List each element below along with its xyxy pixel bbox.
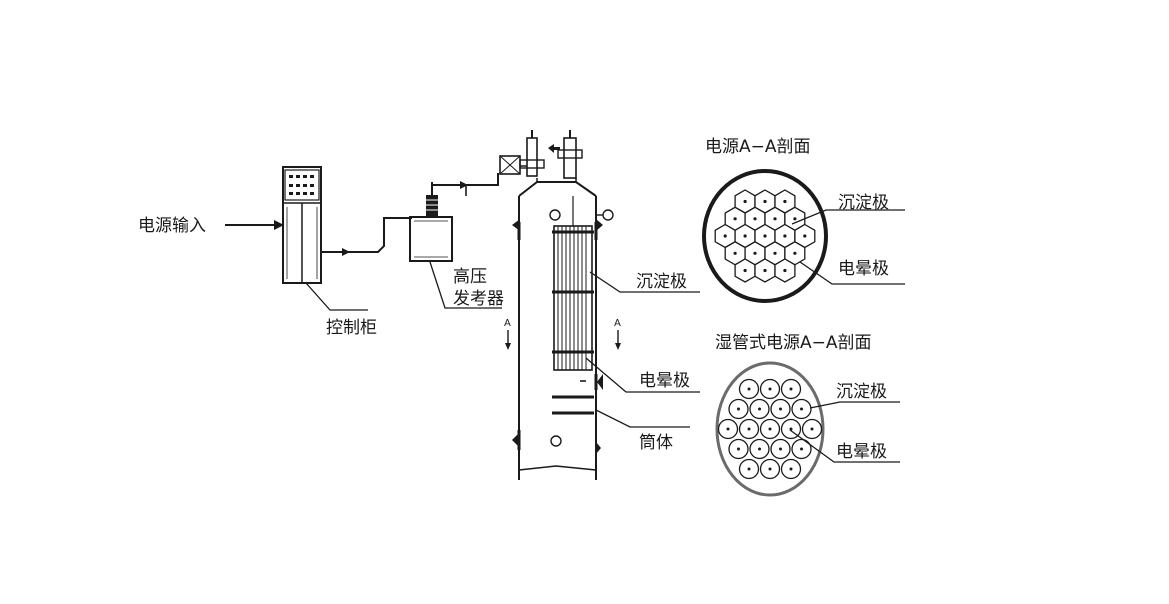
tube-corona-dot	[789, 467, 793, 471]
tube-corona-dot	[779, 447, 782, 451]
hex-corona-dot	[783, 234, 787, 238]
tube-corona-dot	[747, 467, 751, 471]
hex-corona-dot	[753, 217, 757, 221]
hv-generator	[409, 173, 499, 262]
collecting-electrode-label: 沉淀极	[636, 272, 687, 292]
hex-corona-dot	[783, 199, 787, 204]
section1-title: 电源A−A剖面	[705, 137, 811, 157]
power-input-arrowhead	[274, 220, 284, 230]
tube-corona-dot	[800, 407, 803, 411]
precipitator-column	[499, 130, 621, 480]
hex-corona-dot	[803, 234, 807, 238]
control-cabinet-label: 控制柜	[326, 318, 377, 338]
hex-corona-dot	[753, 251, 757, 255]
corona-electrode-leader	[585, 357, 700, 393]
section1-collecting-label: 沉淀极	[838, 193, 889, 213]
power-input-label: 电源输入	[138, 216, 206, 236]
tube-corona-dot	[779, 407, 782, 411]
hex-corona-dot	[763, 199, 767, 204]
collecting-electrode-leader	[589, 271, 700, 293]
section2-collecting-label: 沉淀极	[836, 382, 887, 402]
section2-collecting-leader	[809, 401, 900, 409]
tube-corona-dot	[758, 447, 761, 451]
hex-corona-dot	[783, 268, 787, 273]
tube-corona-dot	[768, 387, 772, 391]
tube-corona-dot	[747, 427, 751, 431]
tube-corona-dot	[810, 427, 814, 431]
hex-corona-dot	[743, 268, 747, 273]
section2-corona-label: 电晕极	[836, 442, 887, 462]
tube-corona-dot	[726, 427, 730, 431]
hex-corona-dot	[733, 217, 737, 221]
tube-corona-dot	[768, 427, 772, 431]
shell-label: 筒体	[639, 433, 673, 453]
hv-generator-label-line2: 发考器	[453, 289, 504, 309]
hex-corona-dot	[733, 251, 737, 255]
section2-corona-leader	[789, 429, 900, 463]
corona-electrode-label: 电晕极	[639, 371, 690, 391]
section-mark-right: A	[614, 318, 621, 329]
section2-tube-cross-section	[715, 361, 825, 497]
tube-corona-dot	[737, 407, 740, 411]
hex-corona-dot	[793, 251, 797, 255]
tube-corona-dot	[789, 387, 793, 391]
hex-corona-dot	[723, 234, 727, 238]
tube-corona-dot	[747, 387, 751, 391]
section1-corona-label: 电晕极	[838, 259, 889, 279]
hv-generator-label-line1: 高压	[453, 267, 487, 287]
tube-corona-dot	[800, 447, 803, 451]
section1-hex-cross-section	[702, 169, 828, 303]
shell-leader	[595, 409, 690, 428]
hex-corona-dot	[763, 268, 767, 273]
control-cabinet	[282, 166, 322, 284]
section2-title: 湿管式电源A−A剖面	[715, 333, 872, 353]
control-cabinet-leader	[305, 282, 368, 311]
tube-corona-dot	[737, 447, 740, 451]
cable-to-generator	[321, 217, 412, 256]
hex-corona-dot	[793, 217, 797, 221]
tube-corona-dot	[768, 467, 772, 471]
hv-generator-leader	[429, 261, 502, 309]
section1-collecting-leader	[791, 209, 905, 225]
hex-corona-dot	[743, 199, 747, 204]
section1-corona-leader	[799, 261, 905, 285]
power-input-group: 电源输入	[138, 216, 284, 236]
section-mark-left: A	[504, 318, 511, 329]
hex-corona-dot	[763, 234, 767, 238]
hex-corona-dot	[743, 234, 747, 238]
tube-corona-dot	[758, 407, 761, 411]
hex-corona-dot	[773, 251, 777, 255]
hex-corona-dot	[773, 217, 777, 221]
